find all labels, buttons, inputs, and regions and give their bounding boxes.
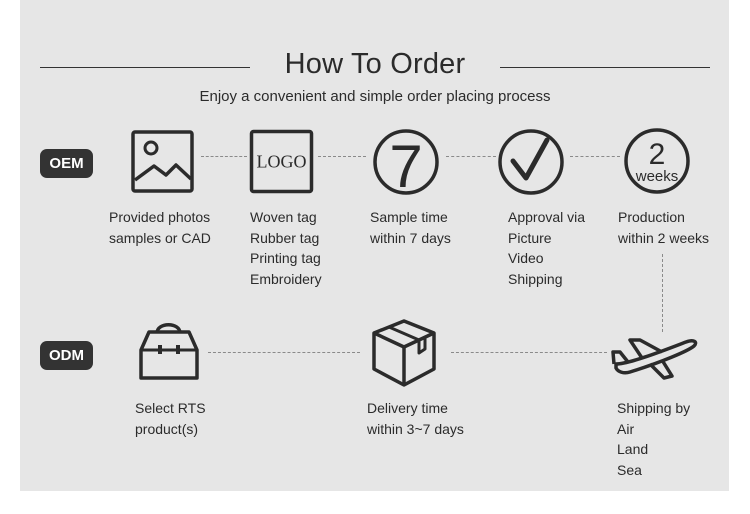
oem-badge: OEM	[40, 149, 93, 178]
airplane-icon	[611, 338, 698, 380]
odm-badge: ODM	[40, 341, 93, 370]
page-subtitle: Enjoy a convenient and simple order plac…	[199, 88, 551, 105]
oem-step-4-label: Approval via Picture Video Shipping	[508, 209, 586, 287]
page-title: How To Order	[284, 48, 466, 80]
odm-connector-1	[208, 352, 360, 353]
seven-days-icon: 7	[373, 129, 439, 196]
two-weeks-unit: weeks	[635, 168, 679, 185]
oem-step-5-label: Production within 2 weeks	[618, 209, 710, 246]
oem-connector-2	[318, 156, 366, 157]
odm-connector-2	[451, 352, 607, 353]
two-weeks-numeral: 2	[649, 138, 666, 171]
checkmark-icon	[498, 129, 564, 195]
box-icon	[372, 319, 436, 387]
odm-step-2-label: Delivery time within 3~7 days	[367, 400, 464, 437]
oem-step-1-label: Provided photos samples or CAD	[109, 209, 211, 246]
logo-tag-text: LOGO	[257, 152, 307, 172]
seven-days-numeral: 7	[389, 133, 422, 196]
picture-icon	[131, 130, 194, 193]
handbag-icon	[139, 323, 199, 380]
oem-connector-4	[570, 156, 620, 157]
title-rule-left	[40, 67, 250, 68]
oem-connector-3	[446, 156, 496, 157]
oem-step-3-label: Sample time within 7 days	[370, 209, 451, 246]
production-to-shipping-connector	[662, 254, 663, 332]
oem-step-2-label: Woven tag Rubber tag Printing tag Embroi…	[250, 209, 322, 287]
title-rule-right	[500, 67, 710, 68]
oem-connector-1	[201, 156, 247, 157]
odm-step-3-label: Shipping by Air Land Sea	[617, 400, 691, 478]
order-panel	[20, 0, 729, 491]
logo-tag-icon: LOGO	[249, 129, 314, 194]
odm-step-1-label: Select RTS product(s)	[135, 400, 206, 437]
two-weeks-icon: 2 weeks	[624, 128, 690, 194]
